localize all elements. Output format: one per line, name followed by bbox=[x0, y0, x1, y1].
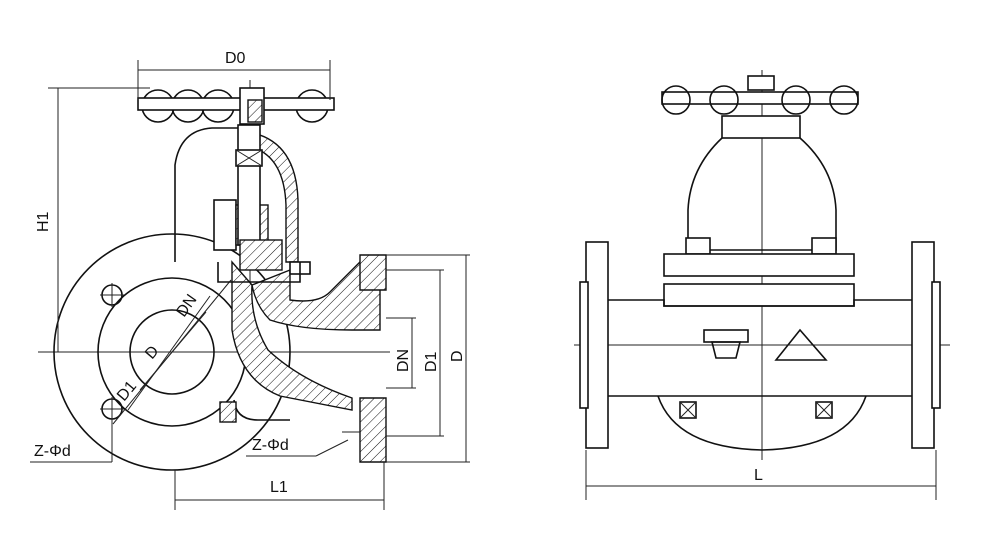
front-handwheel bbox=[661, 75, 859, 115]
front-bonnet bbox=[663, 115, 855, 307]
d0-label: D0 bbox=[225, 50, 246, 67]
h1-label: H1 bbox=[35, 211, 52, 232]
d-face-label: D bbox=[142, 343, 162, 363]
valve-body-section bbox=[219, 254, 387, 463]
side-section-view: D0 H1 DN D D1 Z-Φd Z-Φd bbox=[30, 50, 470, 510]
bonnet-and-stem bbox=[174, 124, 311, 283]
dim-l: L bbox=[585, 450, 937, 500]
bolt-leader-left: Z-Φd bbox=[30, 418, 113, 463]
dim-l1: L1 bbox=[174, 462, 385, 510]
front-elevation-view: L bbox=[574, 70, 950, 500]
d-dim-label: D bbox=[449, 350, 466, 362]
bolt-label-left: Z-Φd bbox=[34, 443, 71, 460]
bolt-label-right: Z-Φd bbox=[252, 437, 289, 454]
dim-h1: H1 bbox=[35, 87, 150, 352]
d1-dim-label: D1 bbox=[423, 351, 440, 372]
end-flange bbox=[53, 233, 291, 471]
front-pipe-body bbox=[608, 299, 912, 451]
front-flanges bbox=[579, 241, 941, 449]
bolt-leader-right: Z-Φd bbox=[246, 431, 360, 457]
dn-face-label: DN bbox=[173, 292, 200, 321]
dim-flange-stack: DN D1 D bbox=[386, 254, 470, 463]
l-label: L bbox=[754, 467, 763, 484]
handwheel bbox=[137, 87, 335, 125]
dn-dim-label: DN bbox=[395, 349, 412, 372]
l1-label: L1 bbox=[270, 479, 288, 496]
dim-d0: D0 bbox=[137, 50, 331, 100]
